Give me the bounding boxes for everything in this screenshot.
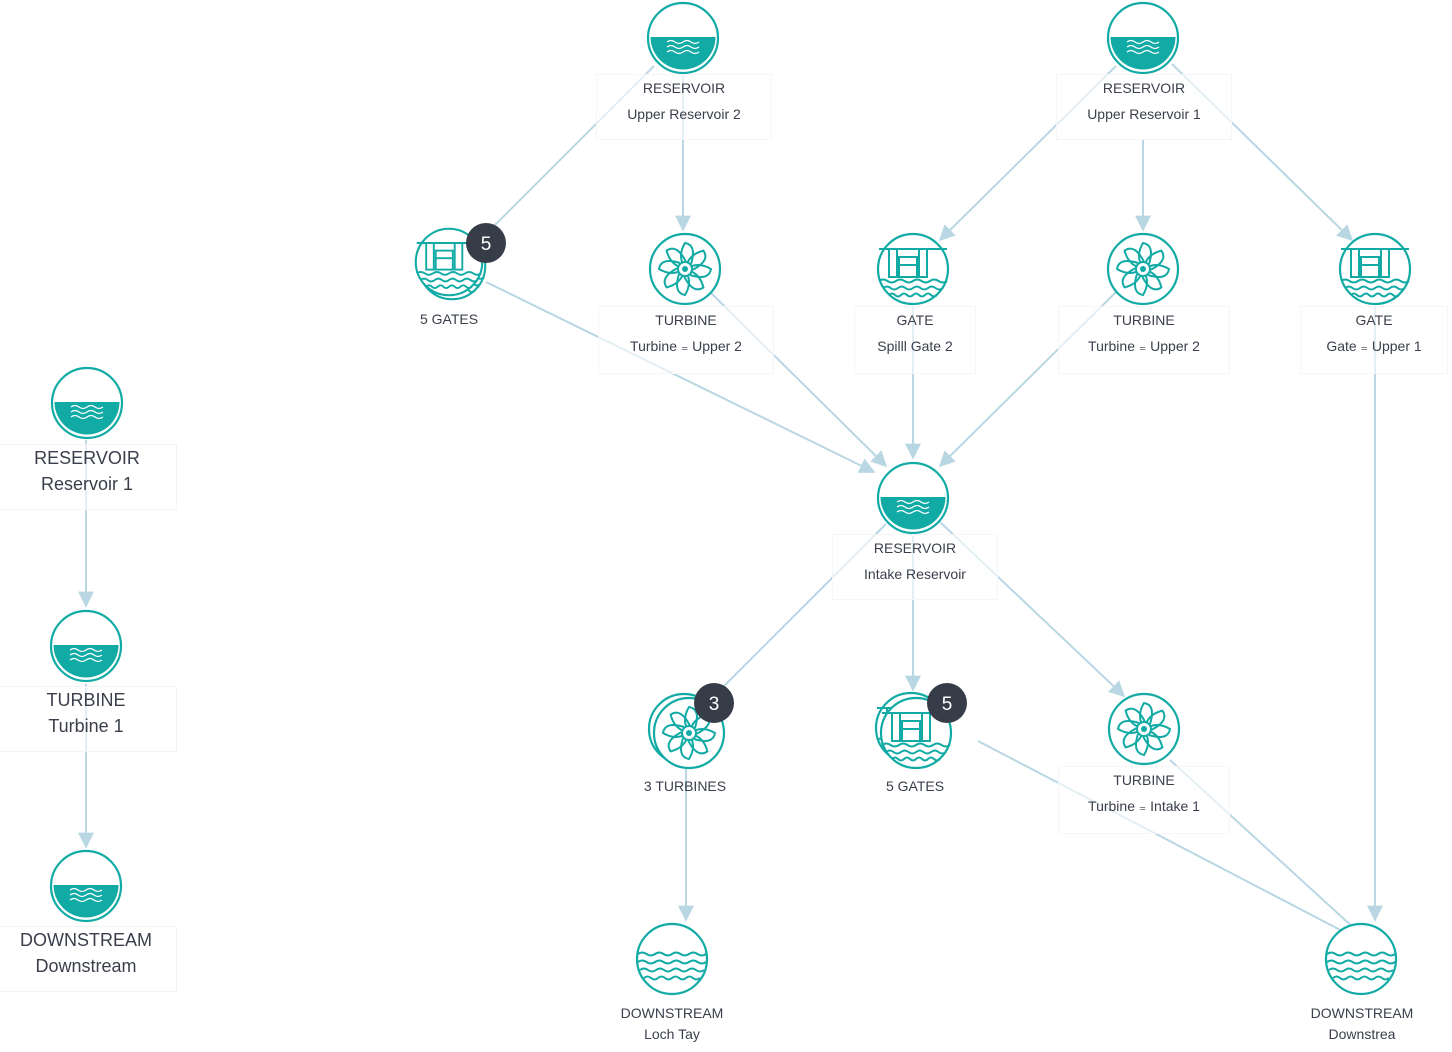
node-gate-spill-2[interactable] xyxy=(876,232,950,306)
label-upper-reservoir-2: RESERVOIR Upper Reservoir 2 xyxy=(596,74,772,140)
node-label: 3 TURBINES xyxy=(643,778,727,794)
node-type: GATE xyxy=(1355,312,1393,328)
count-badge-text: 5 xyxy=(481,234,492,255)
label-turbine-1: TURBINE Turbine 1 xyxy=(0,686,177,752)
node-type: TURBINE xyxy=(1113,772,1175,788)
label-turbine-upper-2-b: TURBINE Turbine ₌ Upper 2 xyxy=(1058,306,1230,374)
label-turbine-intake-1: TURBINE Turbine ₌ Intake 1 xyxy=(1058,766,1230,834)
node-upper-reservoir-2[interactable] xyxy=(646,1,720,75)
node-downstrea[interactable] xyxy=(1324,922,1398,996)
edge-gates-intake xyxy=(485,281,876,473)
node-type: DOWNSTREAM xyxy=(20,930,152,950)
node-type: RESERVOIR xyxy=(873,540,957,556)
node-turbine-1[interactable] xyxy=(49,609,123,683)
node-name: Turbine ₌ Upper 2 xyxy=(630,338,742,354)
label-downstream-left: DOWNSTREAM Downstream xyxy=(0,926,177,992)
node-reservoir-1[interactable] xyxy=(50,366,124,440)
node-upper-reservoir-1[interactable] xyxy=(1106,1,1180,75)
node-intake-reservoir[interactable] xyxy=(876,461,950,535)
label-gate-spill-2: GATE Spilll Gate 2 xyxy=(854,306,976,374)
node-type: RESERVOIR xyxy=(1102,80,1186,96)
label-upper-reservoir-1: RESERVOIR Upper Reservoir 1 xyxy=(1056,74,1232,140)
node-type: TURBINE xyxy=(46,690,126,710)
node-label: 5 GATES xyxy=(885,778,945,794)
node-gates-group-top[interactable]: 5 xyxy=(414,223,506,301)
label-loch-tay: DOWNSTREAM Loch Tay xyxy=(582,1003,762,1045)
node-name: Downstream xyxy=(35,956,137,976)
count-badge-text: 5 xyxy=(942,694,953,715)
label-reservoir-1: RESERVOIR Reservoir 1 xyxy=(0,444,177,510)
label-intake-reservoir: RESERVOIR Intake Reservoir xyxy=(832,534,998,600)
node-turbine-upper-2-a[interactable] xyxy=(648,232,722,306)
node-name: Reservoir 1 xyxy=(40,474,134,494)
node-name: Loch Tay xyxy=(644,1026,700,1042)
node-name: Upper Reservoir 2 xyxy=(627,106,741,122)
node-name: Turbine ₌ Intake 1 xyxy=(1088,798,1200,814)
count-badge xyxy=(466,223,506,263)
label-turbines-group: 3 TURBINES xyxy=(595,773,775,799)
label-gates-group-bottom: 5 GATES xyxy=(825,773,1005,799)
count-badge xyxy=(927,683,967,723)
node-turbine-intake-1[interactable] xyxy=(1107,692,1181,766)
node-name: Spilll Gate 2 xyxy=(877,338,953,354)
node-turbines-group[interactable]: 3 xyxy=(647,683,734,770)
label-downstrea: DOWNSTREAM Downstrea xyxy=(1272,1003,1452,1045)
node-label: 5 GATES xyxy=(419,311,479,327)
label-gates-group-top: 5 GATES xyxy=(359,306,539,332)
label-turbine-upper-2-a: TURBINE Turbine ₌ Upper 2 xyxy=(598,306,774,374)
node-gate-upper-1[interactable] xyxy=(1338,232,1412,306)
node-loch-tay[interactable] xyxy=(635,922,709,996)
node-type: RESERVOIR xyxy=(34,448,140,468)
node-type: TURBINE xyxy=(655,312,717,328)
node-gates-group-bottom[interactable]: 5 xyxy=(874,683,967,770)
count-badge xyxy=(694,683,734,723)
node-type: DOWNSTREAM xyxy=(1310,1005,1414,1021)
node-type: GATE xyxy=(896,312,934,328)
edge-gates-downstrea xyxy=(977,740,1349,935)
node-name: Turbine 1 xyxy=(48,716,124,736)
node-downstream-left[interactable] xyxy=(49,849,123,923)
node-name: Downstrea xyxy=(1328,1026,1396,1042)
node-type: DOWNSTREAM xyxy=(620,1005,724,1021)
node-name: Upper Reservoir 1 xyxy=(1087,106,1201,122)
node-name: Intake Reservoir xyxy=(864,566,966,582)
node-type: RESERVOIR xyxy=(642,80,726,96)
node-name: Gate ₌ Upper 1 xyxy=(1326,338,1422,354)
label-gate-upper-1: GATE Gate ₌ Upper 1 xyxy=(1300,306,1448,374)
node-type: TURBINE xyxy=(1113,312,1175,328)
node-turbine-upper-2-b[interactable] xyxy=(1106,232,1180,306)
node-name: Turbine ₌ Upper 2 xyxy=(1088,338,1200,354)
count-badge-text: 3 xyxy=(709,694,720,715)
